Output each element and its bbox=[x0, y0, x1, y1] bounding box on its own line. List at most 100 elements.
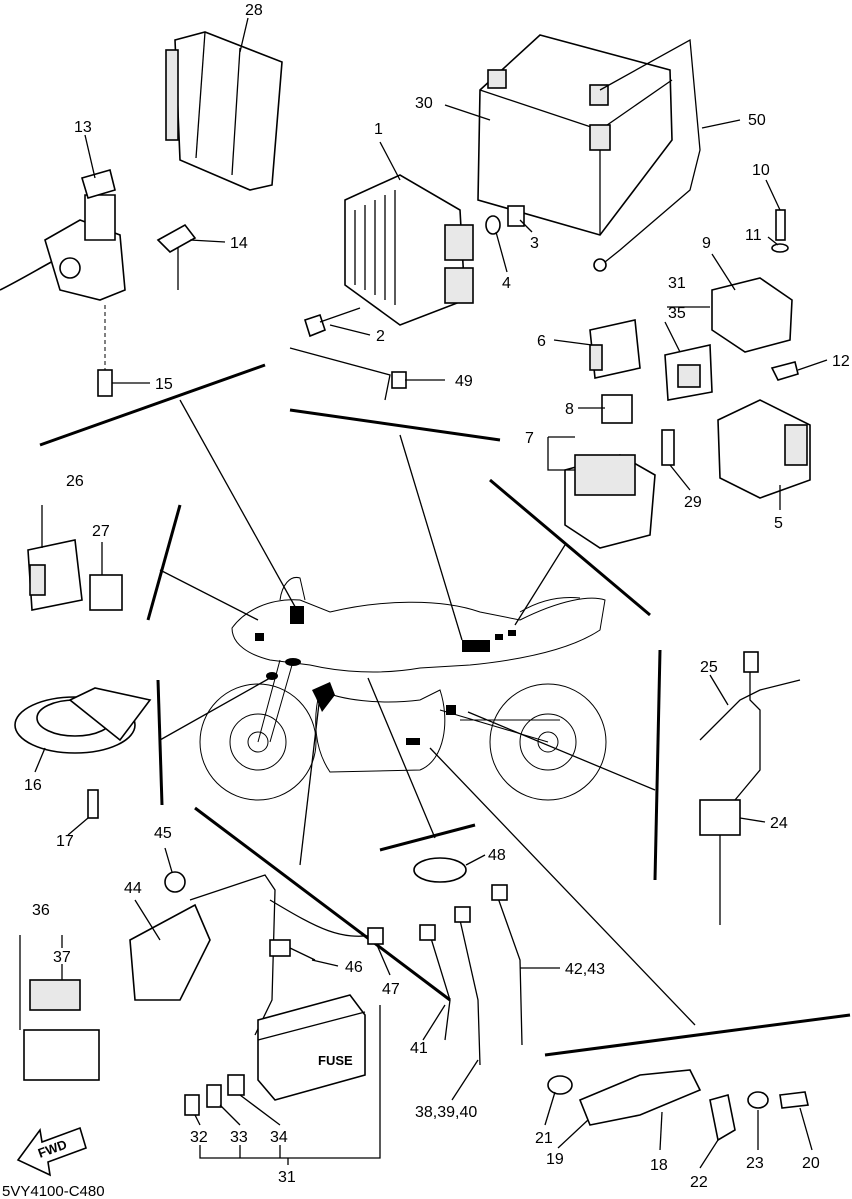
callout: 45 bbox=[154, 825, 172, 842]
callout: 29 bbox=[684, 494, 702, 511]
callout: 44 bbox=[124, 880, 142, 897]
callout: 48 bbox=[488, 847, 506, 864]
callout: 37 bbox=[53, 949, 71, 966]
screw-29-part bbox=[661, 429, 675, 466]
bolt-10-part bbox=[775, 209, 786, 241]
bike-marker bbox=[495, 634, 503, 640]
callout: 3 bbox=[530, 235, 539, 252]
callout: 31 bbox=[668, 275, 686, 292]
callout: 11 bbox=[745, 227, 762, 244]
bolt-17-part bbox=[87, 789, 99, 819]
bike-leaders bbox=[159, 399, 696, 1026]
callout: 2 bbox=[376, 328, 385, 345]
clamp-48-part bbox=[413, 857, 467, 883]
bolt-15-part bbox=[97, 305, 113, 397]
connector-26-part bbox=[27, 539, 83, 611]
ignitor-part bbox=[717, 399, 811, 499]
fuse-box-part bbox=[257, 994, 366, 1101]
bike-marker bbox=[255, 633, 264, 641]
callout-leaders bbox=[19, 17, 828, 1169]
clip-47-part bbox=[367, 927, 384, 945]
bike-marker bbox=[312, 682, 335, 712]
cable-terminal bbox=[593, 258, 607, 272]
bolt-46-part bbox=[269, 939, 316, 961]
bike-marker bbox=[446, 705, 456, 715]
washer-part bbox=[485, 215, 501, 235]
callout: 38,39,40 bbox=[415, 1104, 477, 1121]
callout: 50 bbox=[748, 112, 766, 129]
callout: 16 bbox=[24, 777, 42, 794]
fwd-arrow-icon: FWD bbox=[16, 1126, 87, 1177]
callout: 17 bbox=[56, 833, 74, 850]
section-lines bbox=[39, 363, 851, 1057]
fuse-label: FUSE bbox=[318, 1053, 353, 1068]
callout: 19 bbox=[546, 1151, 564, 1168]
rectifier-part bbox=[344, 174, 474, 326]
callout: 20 bbox=[802, 1155, 820, 1172]
callout: 32 bbox=[190, 1129, 208, 1146]
fuse-34-part bbox=[227, 1074, 245, 1096]
bike-marker bbox=[406, 738, 420, 745]
callout: 33 bbox=[230, 1129, 248, 1146]
fusebox-bracket bbox=[189, 874, 276, 1036]
main-switch-part bbox=[0, 169, 126, 301]
relay-6-part bbox=[589, 319, 641, 379]
bracket-12-part bbox=[770, 361, 799, 381]
bracket-44-part bbox=[129, 903, 211, 1001]
bike-marker bbox=[290, 606, 304, 624]
cable-ties bbox=[419, 884, 523, 1066]
callout: 13 bbox=[74, 119, 92, 136]
callout: 26 bbox=[66, 473, 84, 490]
callout: 14 bbox=[230, 235, 248, 252]
callout: 23 bbox=[746, 1155, 764, 1172]
bike-marker bbox=[462, 640, 490, 652]
callout: 41 bbox=[410, 1040, 428, 1057]
callout: 1 bbox=[374, 121, 383, 138]
callout: 4 bbox=[502, 275, 511, 292]
wire-49-part bbox=[289, 347, 407, 401]
diagram-code: 5VY4100-C480 bbox=[2, 1183, 105, 1199]
callout: 24 bbox=[770, 815, 788, 832]
relay-35-part bbox=[664, 344, 713, 401]
callout: 25 bbox=[700, 659, 718, 676]
callout: 49 bbox=[455, 373, 473, 390]
bike-marker bbox=[508, 630, 516, 636]
callout: 30 bbox=[415, 95, 433, 112]
washer-11-part bbox=[771, 243, 789, 253]
callout: 8 bbox=[565, 401, 574, 418]
ecu-part bbox=[165, 31, 283, 191]
callout: 7 bbox=[525, 430, 534, 447]
callout: 18 bbox=[650, 1157, 668, 1174]
wire-47-part bbox=[269, 899, 376, 937]
washer-45-part bbox=[164, 871, 186, 893]
starter-relay-part bbox=[564, 394, 656, 549]
callout: 12 bbox=[832, 353, 850, 370]
callout: 46 bbox=[345, 959, 363, 976]
connector-36-part bbox=[23, 1029, 100, 1081]
callout: 31 bbox=[278, 1169, 296, 1186]
sensor-part bbox=[699, 651, 801, 925]
callout-labels: 28 30 1 50 13 14 15 2 4 3 49 10 11 9 31 … bbox=[24, 2, 850, 1191]
callout: 35 bbox=[668, 305, 686, 322]
callout: 10 bbox=[752, 162, 770, 179]
battery-part bbox=[477, 34, 673, 236]
bolt-part bbox=[304, 307, 361, 338]
motorcycle bbox=[199, 576, 607, 801]
fuse-32-part bbox=[184, 1094, 200, 1116]
callout: 15 bbox=[155, 376, 173, 393]
fuse-33-part bbox=[206, 1084, 222, 1108]
callout: 34 bbox=[270, 1129, 288, 1146]
callout: 42,43 bbox=[565, 961, 605, 978]
key-part bbox=[156, 223, 197, 290]
relay-9-part bbox=[711, 277, 793, 353]
callout: 36 bbox=[32, 902, 50, 919]
nut-part bbox=[507, 205, 525, 227]
sidestand-switch-part bbox=[547, 1069, 809, 1142]
connector-37-part bbox=[29, 979, 81, 1011]
horn-part bbox=[14, 687, 152, 754]
callout: 9 bbox=[702, 235, 711, 252]
callout: 27 bbox=[92, 523, 110, 540]
callout: 22 bbox=[690, 1174, 708, 1191]
